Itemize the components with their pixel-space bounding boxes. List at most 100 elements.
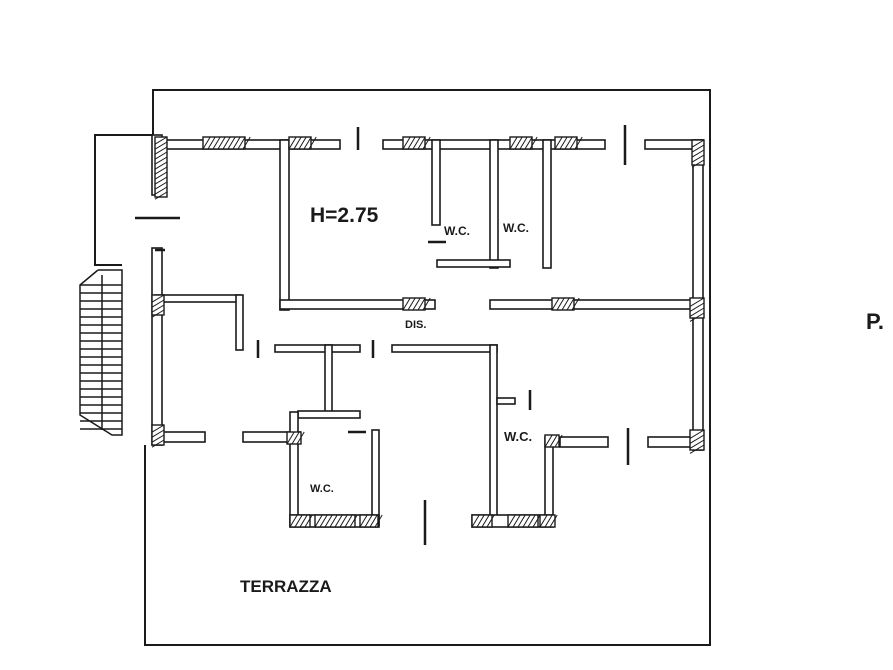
outer-boundary	[94, 89, 711, 646]
hatch-line	[412, 297, 421, 311]
hatch-line	[571, 297, 580, 311]
hatch-line	[422, 136, 431, 150]
hatch-line	[544, 514, 553, 528]
wall	[151, 247, 163, 446]
wall	[154, 294, 241, 303]
hatched-wall	[289, 514, 311, 528]
door-marks	[135, 125, 630, 545]
ceiling-height-label: H=2.75	[310, 204, 379, 227]
hatch-line	[314, 514, 323, 528]
hatch-line	[288, 136, 297, 150]
hatch-line	[417, 297, 426, 311]
hatched-wall	[286, 431, 302, 445]
hatch-line	[154, 181, 168, 190]
hatch-line	[154, 141, 168, 150]
room-label-wc: W.C.	[444, 224, 470, 238]
hatch-line	[412, 136, 421, 150]
hatch-line	[154, 171, 168, 180]
hatch-line	[154, 161, 168, 170]
stair-outline	[79, 269, 123, 436]
hatch-line	[689, 312, 705, 322]
stair-landing-line	[94, 134, 153, 266]
hatch-line	[544, 434, 553, 448]
hatch-line	[339, 514, 348, 528]
hatch-line	[471, 514, 480, 528]
hatch-line	[154, 176, 168, 185]
wall	[559, 436, 609, 448]
hatch-line	[334, 514, 343, 528]
hatch-line	[509, 136, 518, 150]
wall	[274, 344, 361, 353]
hatch-line	[319, 514, 328, 528]
hatch-line	[151, 294, 165, 303]
wall	[279, 139, 290, 311]
hatch-line	[324, 514, 333, 528]
hatch-line	[532, 514, 541, 528]
hatch-line	[212, 136, 221, 150]
hatched-wall	[539, 514, 556, 528]
wall	[489, 344, 498, 526]
hatch-line	[154, 151, 168, 160]
hatch-line	[539, 514, 548, 528]
hatch-line	[417, 136, 426, 150]
hatch-line	[422, 297, 431, 311]
wall	[692, 139, 704, 451]
hatch-line	[308, 136, 317, 150]
hatch-line	[566, 297, 575, 311]
hatch-line	[151, 309, 165, 318]
hatch-line	[689, 429, 705, 439]
hatch-line	[691, 139, 705, 148]
wall	[297, 410, 361, 419]
hatch-line	[242, 136, 251, 150]
hatch-line	[296, 431, 305, 445]
hatch-line	[374, 514, 383, 528]
hatch-line	[151, 424, 165, 433]
room-label-terrace: TERRAZZA	[240, 577, 332, 596]
hatch-line	[364, 514, 373, 528]
hatch-line	[561, 297, 570, 311]
wall	[544, 436, 554, 526]
wall	[496, 397, 516, 405]
wall	[279, 299, 436, 310]
hatch-line	[554, 434, 563, 448]
hatch-line	[303, 136, 312, 150]
hatch-line	[689, 439, 705, 449]
hatch-line	[151, 439, 165, 448]
hatch-line	[556, 297, 565, 311]
hatch-line	[407, 297, 416, 311]
hatch-line	[551, 297, 560, 311]
hatch-line	[559, 136, 568, 150]
hatch-line	[514, 136, 523, 150]
hatch-line	[519, 136, 528, 150]
floor-marker-label: P.	[866, 309, 884, 334]
hatch-line	[524, 136, 533, 150]
hatch-line	[154, 156, 168, 165]
hatched-wall	[151, 294, 165, 316]
hatch-line	[517, 514, 526, 528]
hatch-line	[569, 136, 578, 150]
hatch-line	[217, 136, 226, 150]
hatch-line	[154, 166, 168, 175]
hatch-line	[549, 434, 558, 448]
hatch-line	[286, 431, 295, 445]
staircase	[79, 269, 123, 436]
hatch-line	[291, 431, 300, 445]
wall	[371, 429, 380, 526]
hatch-line	[574, 136, 583, 150]
wall	[289, 411, 299, 526]
wall	[489, 139, 499, 269]
hatch-line	[549, 514, 558, 528]
room-label-wc: W.C.	[504, 429, 532, 444]
hatch-line	[486, 514, 495, 528]
hatch-line	[298, 136, 307, 150]
hatch-line	[689, 307, 705, 317]
hatch-line	[691, 154, 705, 163]
hatch-line	[207, 136, 216, 150]
hatch-line	[293, 136, 302, 150]
wall	[436, 259, 511, 268]
hatch-line	[689, 302, 705, 312]
hatch-line	[154, 186, 168, 195]
hatch-line	[349, 514, 358, 528]
hatch-line	[304, 514, 313, 528]
